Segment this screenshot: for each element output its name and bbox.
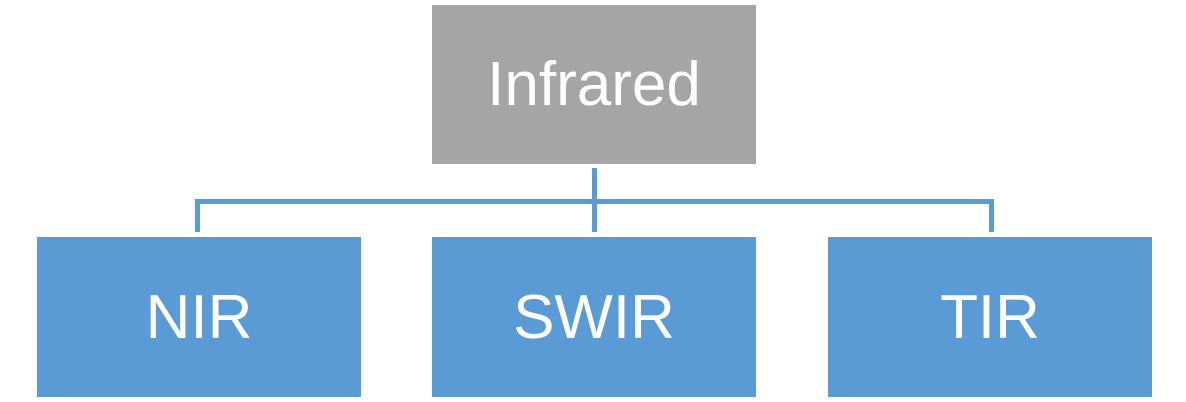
child-node-swir: SWIR — [432, 237, 756, 397]
root-node: Infrared — [432, 5, 756, 164]
child-node-label: TIR — [940, 282, 1040, 352]
child-node-nir: NIR — [37, 237, 361, 397]
child-node-label: SWIR — [513, 282, 675, 352]
connector-to-child-swir — [592, 199, 597, 232]
connector-to-child-tir — [989, 199, 994, 232]
root-node-label: Infrared — [487, 50, 701, 119]
child-node-label: NIR — [145, 282, 253, 352]
connector-to-child-nir — [195, 199, 200, 232]
connector-root-to-bar — [592, 168, 597, 203]
child-node-tir: TIR — [828, 237, 1152, 397]
